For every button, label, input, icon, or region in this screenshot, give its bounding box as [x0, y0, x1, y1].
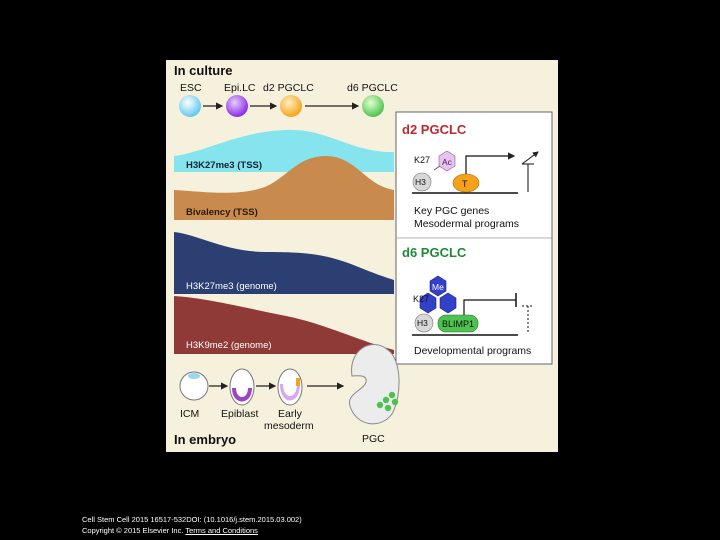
stage-label-d2pgclc: d2 PGCLC	[263, 82, 314, 94]
embryo-title: In embryo	[174, 432, 236, 447]
d2-t-label: T	[462, 179, 468, 189]
track-area-h3k27me3-genome	[174, 232, 394, 294]
d6-repression-bar	[463, 299, 516, 315]
embryo-label-icm: ICM	[180, 408, 199, 420]
track-area-bivalency	[174, 156, 394, 220]
figure-graphic: In culture ESC Epi.LC d2 PGCLC d6 PGCLC …	[174, 63, 553, 447]
icm-embryo-icon	[179, 371, 209, 401]
embryo-label-pgc: PGC	[362, 433, 385, 445]
d6-pgclc-cell-icon	[362, 95, 384, 117]
blimp1-factor-icon	[437, 314, 479, 333]
embryo-label-mesoderm: mesoderm	[264, 420, 314, 432]
culture-title: In culture	[174, 63, 233, 78]
stage-label-d6pgclc: d6 PGCLC	[347, 82, 398, 94]
stage-label-esc: ESC	[180, 82, 202, 94]
citation-line: Cell Stem Cell 2015 16517-532DOI: (10.10…	[82, 515, 302, 524]
copyright-line: Copyright © 2015 Elsevier Inc. Terms and…	[82, 525, 302, 536]
track-label-h3k27me3-genome: H3K27me3 (genome)	[186, 281, 277, 292]
track-label-h3k9me2-genome: H3K9me2 (genome)	[186, 340, 272, 351]
stage-label-epilc: Epi.LC	[224, 82, 256, 94]
d2-activation-arrow	[465, 152, 516, 174]
track-label-bivalency: Bivalency (TSS)	[186, 207, 258, 218]
figure-panel: In culture ESC Epi.LC d2 PGCLC d6 PGCLC …	[166, 60, 558, 452]
track-label-h3k27me3-tss: H3K27me3 (TSS)	[186, 160, 262, 171]
d2-ac-label: Ac	[442, 157, 453, 167]
d6-panel-title: d6 PGCLC	[402, 245, 467, 260]
methyl-hexagon-icon	[429, 275, 447, 297]
d6-caption: Developmental programs	[414, 345, 531, 357]
d2-caption-2: Mesodermal programs	[414, 218, 519, 230]
pgc-embryo-icon	[348, 344, 400, 425]
d6-me-label: Me	[432, 282, 444, 292]
d6-h3-label: H3	[417, 318, 428, 328]
esc-cell-icon	[179, 95, 201, 117]
d2-caption-1: Key PGC genes	[414, 205, 489, 217]
citation-footer: Cell Stem Cell 2015 16517-532DOI: (10.10…	[82, 514, 302, 536]
embryo-label-epiblast: Epiblast	[221, 408, 258, 420]
d6-histone-icon	[414, 313, 434, 333]
terms-link[interactable]: Terms and Conditions	[185, 526, 258, 535]
d2-k27-label: K27	[414, 155, 430, 165]
d2-activation-arrow	[521, 151, 539, 165]
track-area-h3k9me2-genome	[174, 296, 394, 354]
d6-k27-label: K27	[413, 294, 429, 304]
d2-panel-title: d2 PGCLC	[402, 122, 467, 137]
d2-h3-label: H3	[415, 177, 426, 187]
d2-histone-icon	[412, 172, 432, 192]
d2-pgclc-cell-icon	[280, 95, 302, 117]
acetyl-hexagon-icon	[438, 150, 456, 172]
track-area-h3k27me3-tss	[174, 129, 394, 160]
copyright-text: Copyright © 2015 Elsevier Inc.	[82, 526, 184, 535]
epilc-cell-icon	[226, 95, 248, 117]
d6-blimp-label: BLIMP1	[442, 319, 474, 329]
embryo-label-early: Early	[278, 408, 303, 420]
